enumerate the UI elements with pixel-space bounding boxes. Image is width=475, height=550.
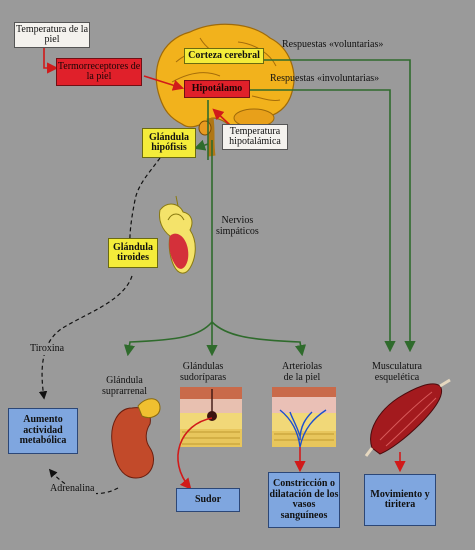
thyroid-illustration	[159, 195, 196, 274]
vessel-constriction-box: Constricción o dilatación de los vasos s…	[268, 472, 340, 528]
arteriole-illustration	[272, 387, 336, 448]
metabolic-activity-box: Aumento actividad metabólica	[8, 408, 78, 454]
cerebral-cortex-box: Corteza cerebral	[184, 48, 264, 64]
pituitary-icon	[198, 120, 212, 136]
involuntary-responses-label: Respuestas «involuntarias»	[270, 73, 380, 84]
adrenal-illustration	[111, 398, 161, 479]
movement-shivering-box: Movimiento y tiritera	[364, 474, 436, 526]
voluntary-responses-label: Respuestas «voluntarias»	[282, 39, 384, 50]
arrow-to-arterioles	[211, 321, 307, 357]
hypothalamus-box: Hipotálamo	[184, 80, 250, 98]
skin-temperature-box: Temperatura de la piel	[14, 22, 90, 48]
arrow-to-pituitary	[193, 139, 209, 151]
thyroxine-label: Tiroxina	[28, 343, 67, 355]
muscle-illustration	[364, 378, 451, 457]
arrow-skin-temp-to-receptors	[43, 48, 59, 74]
arrow-thyroxine	[38, 275, 133, 400]
sweat-box: Sudor	[176, 488, 240, 512]
pituitary-gland-box: Glándula hipófisis	[142, 128, 196, 158]
skeletal-muscle-label: Musculatura esquelética	[372, 361, 422, 383]
adrenal-gland-label: Glándula suprarrenal	[102, 375, 147, 397]
arrow-voluntary-responses	[262, 59, 416, 353]
arrow-involuntary-responses	[250, 89, 396, 353]
arrow-adrenaline	[48, 468, 119, 495]
arrow-receptors-to-hypothalamus	[143, 75, 185, 91]
sweat-glands-label: Glándulas sudoríparas	[180, 361, 227, 383]
adrenaline-label: Adrenalina	[48, 483, 97, 495]
thyroid-gland-box: Glándula tiroides	[108, 238, 158, 268]
skin-thermoreceptors-box: Termorreceptores de la piel	[56, 58, 142, 86]
arrow-gland-to-sweat	[177, 417, 213, 490]
arrow-hypothalamic-temp	[212, 108, 231, 126]
arrow-to-adrenal	[123, 321, 213, 357]
sweat-gland-illustration	[180, 387, 242, 447]
sympathetic-nerves-label: Nervios simpáticos	[216, 215, 259, 237]
hypothalamic-temperature-box: Temperatura hipotalámica	[222, 124, 288, 150]
skin-arterioles-label: Arteriolas de la piel	[282, 361, 322, 383]
